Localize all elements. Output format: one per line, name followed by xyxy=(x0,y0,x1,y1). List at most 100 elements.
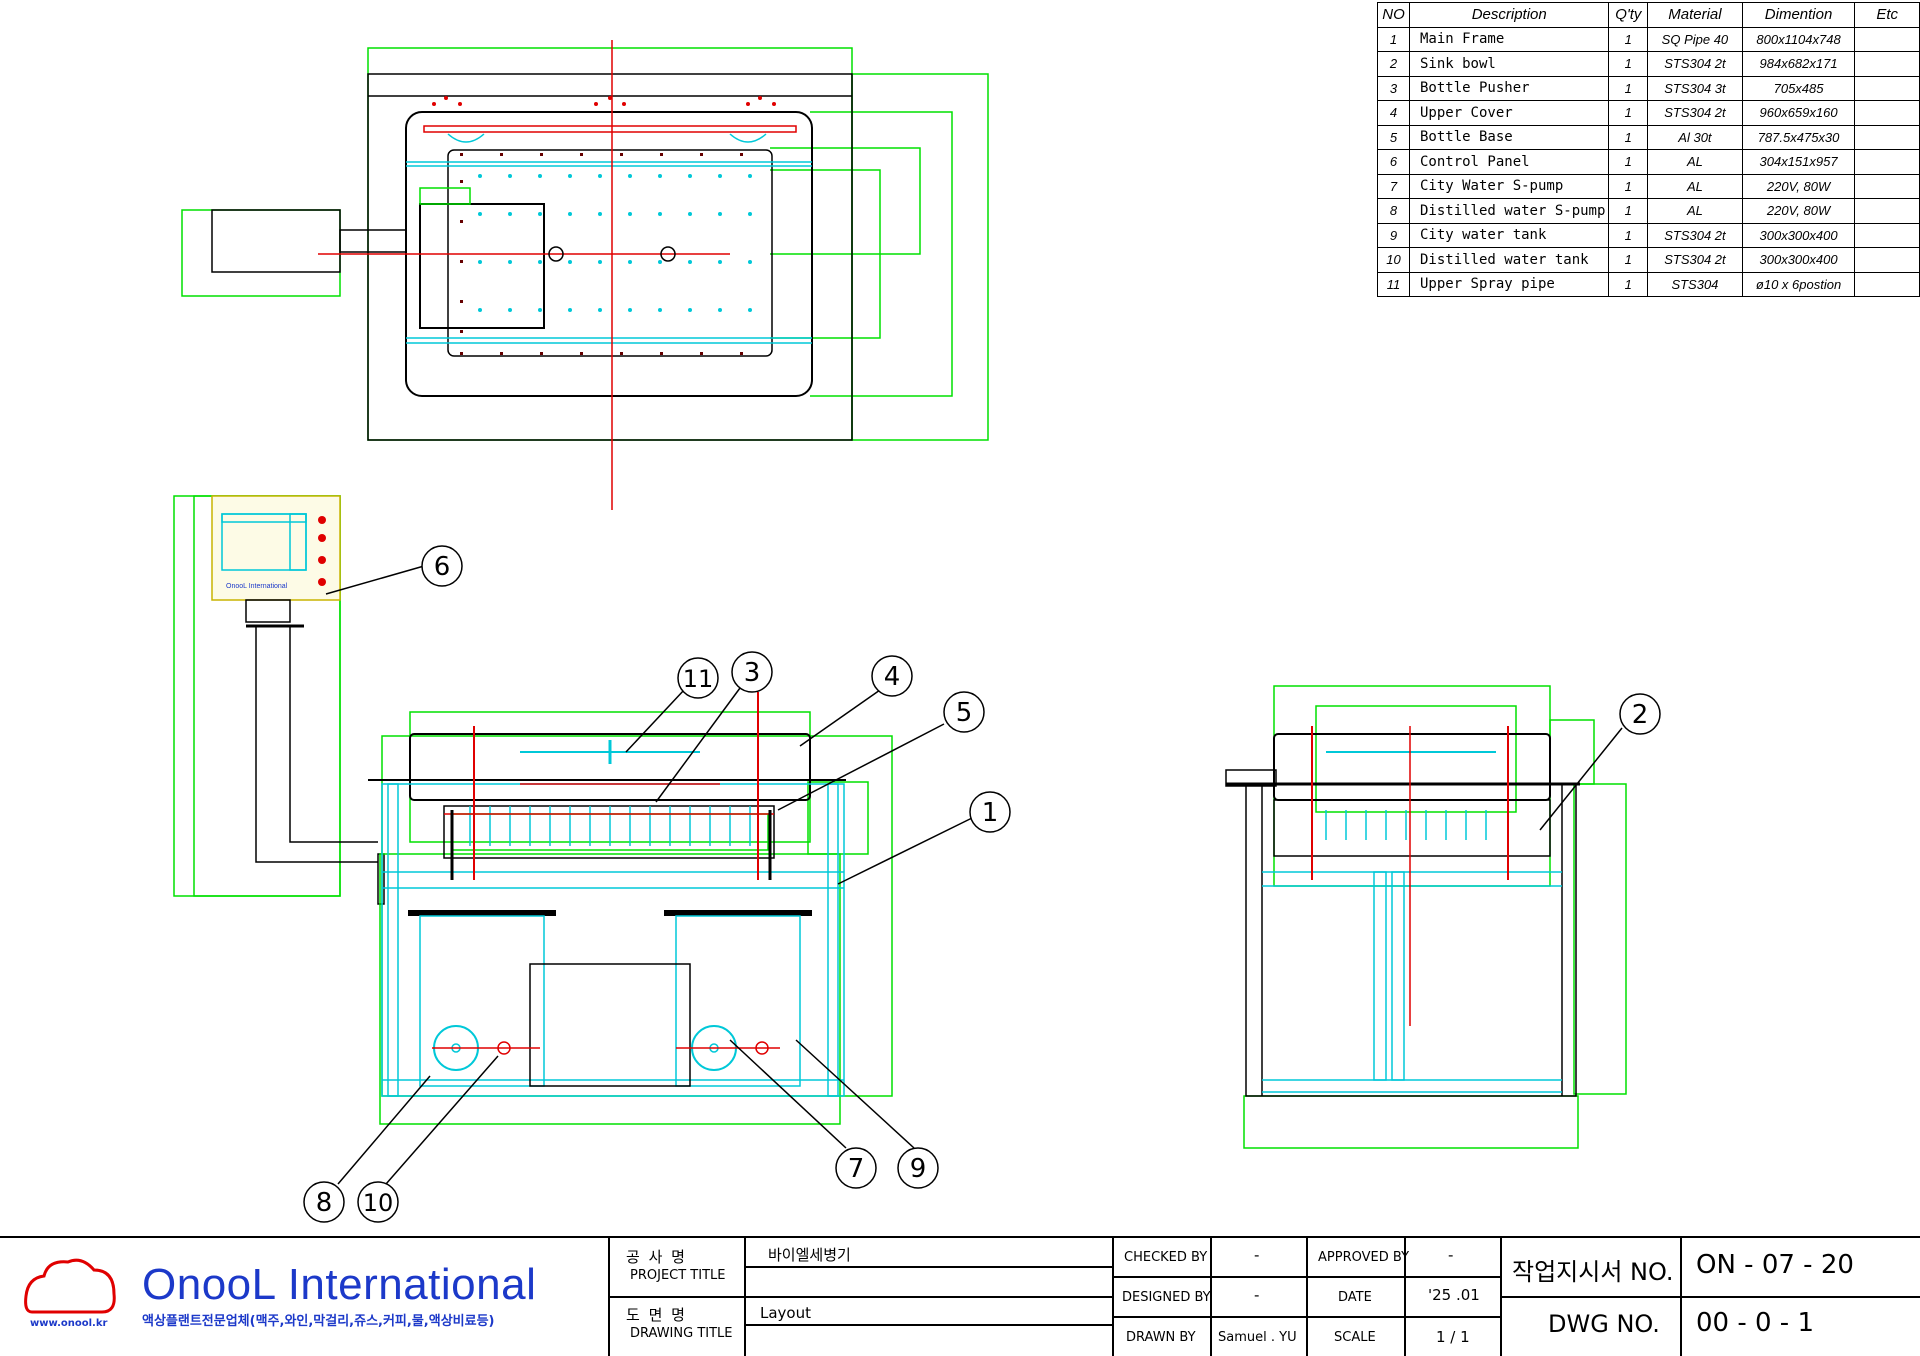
bom-cell: Main Frame xyxy=(1408,26,1610,52)
cloud-logo-icon xyxy=(24,1258,116,1314)
front-view xyxy=(368,692,893,1125)
bom-cell: Al 30t xyxy=(1647,124,1743,150)
company-name: OnooL International xyxy=(142,1260,537,1309)
bom-cell: City water tank xyxy=(1408,222,1610,248)
bom-cell xyxy=(1854,173,1920,199)
work-order-label: 작업지시서 NO. xyxy=(1512,1258,1674,1286)
bom-cell: 6 xyxy=(1377,149,1410,175)
callout-number: 9 xyxy=(910,1154,927,1184)
side-view xyxy=(1225,685,1627,1149)
bom-cell: STS304 2t xyxy=(1647,100,1743,126)
date-label: DATE xyxy=(1338,1290,1372,1305)
bom-cell: 800x1104x748 xyxy=(1741,26,1856,52)
callout-circle xyxy=(1619,693,1661,735)
bom-cell: AL xyxy=(1647,198,1743,224)
bom-cell xyxy=(1854,51,1920,77)
drawing-label-kr: 도 면 명 xyxy=(626,1306,687,1324)
drawing-label-en: DRAWING TITLE xyxy=(630,1326,733,1341)
designed-by-value: - xyxy=(1254,1286,1260,1304)
bom-cell: 300x300x400 xyxy=(1741,222,1856,248)
bom-header-cell: Material xyxy=(1647,2,1743,28)
bom-cell: ø10 x 6postion xyxy=(1741,271,1856,297)
checked-by-value: - xyxy=(1254,1246,1260,1264)
company-url: www.onool.kr xyxy=(30,1318,108,1329)
bom-cell: 10 xyxy=(1377,247,1410,273)
checked-by-label: CHECKED BY xyxy=(1124,1250,1208,1265)
callout-circle xyxy=(677,657,719,699)
callout-circle xyxy=(357,1181,399,1223)
callout-circle xyxy=(871,655,913,697)
bom-cell: 300x300x400 xyxy=(1741,247,1856,273)
bom-cell: 2 xyxy=(1377,51,1410,77)
bom-cell: 11 xyxy=(1377,271,1410,297)
control-panel: OnooL International xyxy=(173,495,385,905)
bom-cell xyxy=(1854,26,1920,52)
bom-cell: 1 xyxy=(1608,173,1649,199)
callout-number: 7 xyxy=(848,1154,865,1184)
approved-by-value: - xyxy=(1448,1246,1454,1264)
callout-circle xyxy=(303,1181,345,1223)
bom-cell xyxy=(1854,124,1920,150)
date-value: '25 .01 xyxy=(1428,1286,1480,1304)
work-order-no: ON - 07 - 20 xyxy=(1696,1250,1854,1280)
bom-cell xyxy=(1854,247,1920,273)
callout-circle xyxy=(835,1147,877,1189)
bom-cell: 3 xyxy=(1377,75,1410,101)
callout-number: 10 xyxy=(363,1189,394,1217)
bom-header-cell: Etc xyxy=(1854,2,1920,28)
drawn-by-value: Samuel . YU xyxy=(1218,1330,1297,1345)
svg-text:OnooL International: OnooL International xyxy=(226,583,288,590)
bom-cell: 5 xyxy=(1377,124,1410,150)
scale-value: 1 / 1 xyxy=(1436,1328,1470,1346)
project-label-en: PROJECT TITLE xyxy=(630,1268,726,1283)
bom-cell: Sink bowl xyxy=(1408,51,1610,77)
bom-cell: 1 xyxy=(1377,26,1410,52)
bom-cell: 220V, 80W xyxy=(1741,198,1856,224)
callout-circle xyxy=(421,545,463,587)
bom-cell: 960x659x160 xyxy=(1741,100,1856,126)
bom-cell: 4 xyxy=(1377,100,1410,126)
callout-leaders xyxy=(325,565,1623,1185)
bom-cell: 220V, 80W xyxy=(1741,173,1856,199)
callout-circle xyxy=(943,691,985,733)
bom-cell: 7 xyxy=(1377,173,1410,199)
bom-cell xyxy=(1854,75,1920,101)
bom-cell: 1 xyxy=(1608,271,1649,297)
bom-cell: STS304 2t xyxy=(1647,51,1743,77)
callout-circle xyxy=(731,651,773,693)
bom-cell xyxy=(1854,149,1920,175)
project-label-kr: 공 사 명 xyxy=(626,1248,687,1266)
top-dot-grid xyxy=(478,174,752,312)
bom-cell: Distilled water tank xyxy=(1408,247,1610,273)
bom-cell: Upper Cover xyxy=(1408,100,1610,126)
project-title: 바이엘세병기 xyxy=(768,1246,851,1264)
callout-number: 3 xyxy=(744,658,761,688)
bom-cell: Control Panel xyxy=(1408,149,1610,175)
bom-cell: 1 xyxy=(1608,51,1649,77)
bom-cell: 1 xyxy=(1608,75,1649,101)
drawing-title: Layout xyxy=(760,1304,811,1322)
bom-cell: 787.5x475x30 xyxy=(1741,124,1856,150)
callout-number: 6 xyxy=(434,552,451,582)
bom-cell: 1 xyxy=(1608,124,1649,150)
callout-number: 5 xyxy=(956,698,973,728)
drawn-by-label: DRAWN BY xyxy=(1126,1330,1196,1345)
bom-cell: 1 xyxy=(1608,100,1649,126)
callout-number: 4 xyxy=(884,662,901,692)
bom-cell: Distilled water S-pump xyxy=(1408,198,1610,224)
bom-header-cell: NO xyxy=(1377,2,1410,28)
bom-cell xyxy=(1854,198,1920,224)
company-subtitle: 액상플랜트전문업체(맥주,와인,막걸리,쥬스,커피,물,액상비료등) xyxy=(142,1314,495,1329)
bom-cell: STS304 xyxy=(1647,271,1743,297)
designed-by-label: DESIGNED BY xyxy=(1122,1290,1211,1305)
